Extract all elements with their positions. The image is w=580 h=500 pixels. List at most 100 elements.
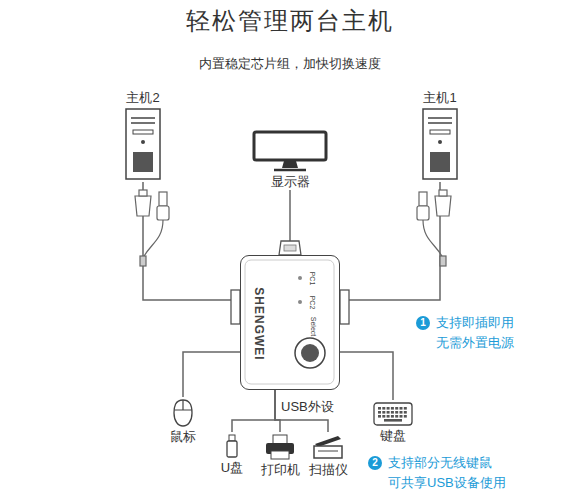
- key: [404, 415, 407, 418]
- cable: [340, 182, 440, 300]
- drive-bay: [428, 118, 452, 123]
- key: [391, 411, 394, 414]
- buttons: [175, 400, 192, 410]
- kvm-switch: SHENGWEIPC1PC2Select: [240, 255, 340, 390]
- cable-plugs: [135, 190, 169, 266]
- usb-wire: [143, 220, 163, 258]
- callout-note: 支持即插即用 无需外置电源: [436, 313, 536, 353]
- callout-number: 2: [368, 456, 382, 470]
- key: [400, 407, 403, 410]
- base: [274, 169, 306, 172]
- monitor-icon: [252, 130, 328, 172]
- power: [141, 140, 145, 144]
- node-label: 主机1: [423, 90, 456, 106]
- inner-frame: [245, 260, 334, 384]
- key: [391, 415, 394, 418]
- power: [438, 140, 442, 144]
- body: [174, 400, 192, 426]
- mouse-icon: [173, 399, 193, 427]
- host-computer: 主机2: [108, 90, 178, 182]
- key: [378, 411, 381, 414]
- usb-plug-head: [159, 192, 167, 206]
- body: [227, 441, 237, 457]
- vga-port: [279, 241, 301, 255]
- key: [395, 415, 398, 418]
- glass: [318, 451, 338, 452]
- key: [395, 407, 398, 410]
- key: [382, 411, 385, 414]
- mouse: 鼠标: [163, 397, 203, 445]
- callout-note: 支持部分无线键鼠 可共享USB设备使用: [388, 453, 523, 493]
- key: [391, 407, 394, 410]
- select-button: [295, 338, 325, 368]
- printer-icon: [264, 434, 296, 460]
- monitor: 显示器: [250, 128, 330, 190]
- slot: [430, 130, 450, 134]
- key: [400, 415, 403, 418]
- vga-plug: [435, 196, 451, 216]
- paper: [273, 435, 287, 444]
- side-port: [340, 290, 349, 324]
- key: [387, 407, 390, 410]
- port-label: PC1: [309, 271, 316, 285]
- callout-number: 1: [416, 316, 430, 330]
- case: [126, 109, 160, 179]
- subtitle: 内置稳定芯片组，加快切换速度: [0, 55, 580, 73]
- key: [404, 411, 407, 414]
- host-icon: [125, 108, 161, 180]
- vga-plug-head: [139, 190, 147, 196]
- keyboard: 键盘: [368, 400, 418, 444]
- key: [382, 407, 385, 410]
- node-label: 显示器: [271, 174, 310, 190]
- panel: [133, 152, 153, 172]
- cable: [340, 352, 393, 400]
- button-label: Select: [310, 316, 317, 335]
- node-label: U盘: [221, 460, 243, 476]
- usb-plug-head: [419, 192, 427, 206]
- key: [387, 415, 390, 418]
- scanner: 扫描仪: [303, 432, 353, 478]
- vga-plug: [135, 196, 151, 216]
- led: [298, 300, 302, 304]
- node-label: 扫描仪: [309, 462, 348, 478]
- cap: [229, 435, 235, 441]
- case: [374, 403, 412, 425]
- key: [387, 411, 390, 414]
- drive-bay: [131, 118, 155, 123]
- usb-drive: U盘: [212, 432, 252, 476]
- panel: [430, 152, 450, 172]
- key: [404, 407, 407, 410]
- stand: [282, 161, 298, 168]
- key: [378, 407, 381, 410]
- group-label: USB外设: [281, 398, 334, 416]
- port-label: PC2: [309, 295, 316, 309]
- vga-pins: [284, 245, 296, 251]
- title: 轻松管理两台主机: [0, 6, 580, 36]
- cable: [232, 390, 275, 432]
- node-label: 键盘: [380, 428, 406, 444]
- key: [395, 411, 398, 414]
- case: [423, 109, 457, 179]
- cable-merge: [140, 256, 146, 266]
- space-bar: [384, 419, 402, 422]
- screen: [254, 132, 326, 160]
- key: [378, 415, 381, 418]
- key: [382, 415, 385, 418]
- vga-plug-head: [439, 190, 447, 196]
- usb-plug: [417, 206, 429, 220]
- host-icon: [422, 108, 458, 180]
- cable-plugs: [417, 190, 451, 266]
- node-label: 主机2: [126, 90, 159, 106]
- scanner-icon: [312, 434, 344, 460]
- usb-plug: [157, 206, 169, 220]
- printer: 打印机: [255, 432, 305, 478]
- cable: [143, 182, 240, 300]
- led: [298, 276, 302, 280]
- tray: [271, 451, 289, 459]
- host-computer: 主机1: [405, 90, 475, 182]
- key: [400, 411, 403, 414]
- udisk-icon: [225, 434, 239, 458]
- slot: [133, 130, 153, 134]
